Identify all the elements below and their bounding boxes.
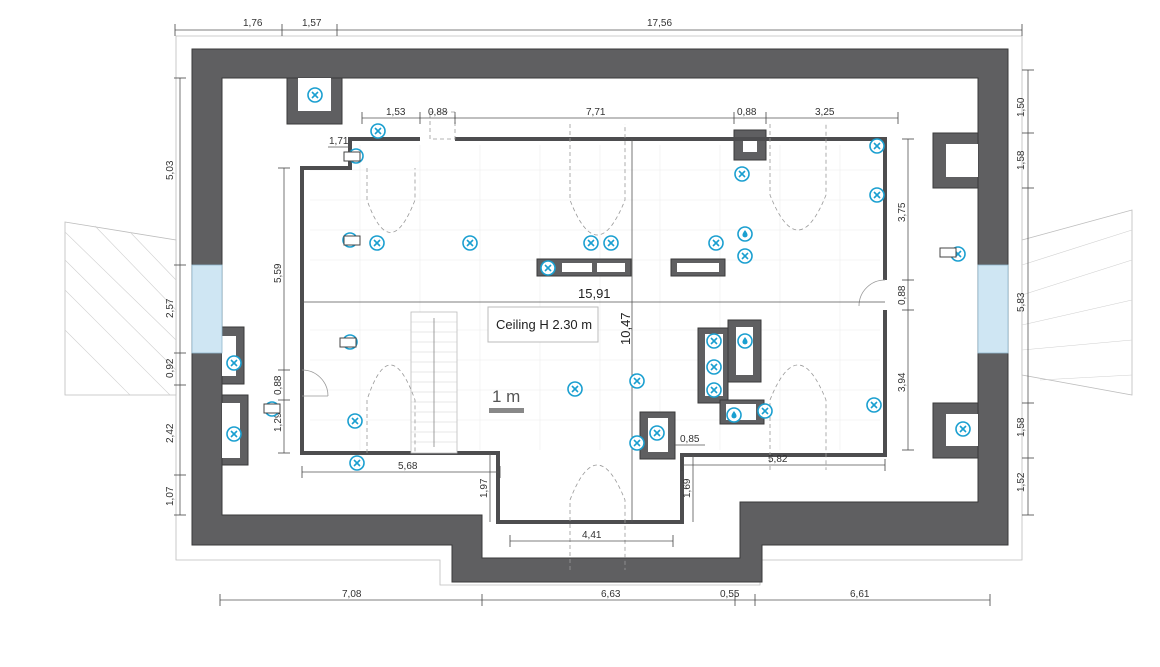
dim-bottom-3: 0,55: [720, 589, 740, 600]
dim-misc-3: 5,82: [768, 454, 788, 465]
ceiling-fan-icon: [629, 435, 645, 451]
right-dormer-roof: [1021, 209, 1133, 396]
dim-inner-top-1: 1,53: [386, 107, 406, 118]
ceiling-fan-icon: [540, 260, 556, 276]
ceiling-label: Ceiling H 2.30 m: [496, 317, 592, 332]
dims-misc: 1,71 5,68 5,82 4,41 1,97 1,69 0,85: [301, 136, 886, 547]
dims-bottom: 7,08 6,63 0,55 6,61: [219, 589, 991, 606]
window-left: [191, 264, 223, 354]
scale-label: 1 m: [492, 387, 520, 406]
ceiling-fan-icon: [955, 421, 971, 437]
ceiling-fan-icon: [706, 359, 722, 375]
ceiling-fan-icon: [462, 235, 478, 251]
ceiling-fan-icon: [226, 426, 242, 442]
wall-light-icon: [339, 337, 357, 348]
dims-top: 1,76 1,57 17,56: [174, 18, 1023, 36]
dim-right-5: 1,52: [1016, 472, 1027, 492]
dim-right-1: 1,50: [1016, 97, 1027, 117]
ceiling-fan-icon: [629, 373, 645, 389]
main-depth-label: 10,47: [618, 312, 633, 345]
roof-outline: [175, 35, 1023, 586]
water-drop-icon: [737, 226, 753, 242]
ceiling-fan-icon: [757, 403, 773, 419]
dim-inner-top-5: 3,25: [815, 107, 835, 118]
dim-inner-top-4: 0,88: [737, 107, 757, 118]
ceiling-fan-icon: [737, 248, 753, 264]
ceiling-fan-icon: [706, 382, 722, 398]
dim-top-2: 1,57: [302, 18, 322, 29]
dim-bottom-2: 6,63: [601, 589, 621, 600]
dim-misc-5: 1,97: [479, 478, 490, 498]
main-width-label: 15,91: [578, 286, 611, 301]
dim-right-2: 1,58: [1016, 150, 1027, 170]
dims-inner-top: 1,53 0,88 7,71 0,88 3,25: [361, 107, 899, 124]
wall-light-icon: [939, 247, 957, 258]
ceiling-fan-icon: [226, 355, 242, 371]
dims-left: 5,03 2,57 0,92 2,42 1,07: [165, 77, 186, 516]
center-furniture: [536, 258, 726, 277]
dims-right: 1,50 1,58 5,83 1,58 1,52: [1016, 69, 1034, 516]
dim-misc-4: 4,41: [582, 530, 602, 541]
dim-right-inner-1: 3,75: [897, 202, 908, 222]
ceiling-fan-icon: [708, 235, 724, 251]
dim-bottom-1: 7,08: [342, 589, 362, 600]
ceiling-fan-icon: [649, 425, 665, 441]
shaft-right-top: [932, 132, 979, 189]
water-drop-icon: [737, 333, 753, 349]
ceiling-fan-icon: [370, 123, 386, 139]
dim-top-1: 1,76: [243, 18, 263, 29]
dim-misc-7: 0,85: [680, 434, 700, 445]
dims-left-inner: 5,59 0,88 1,29: [273, 167, 290, 454]
ceiling-fan-icon: [869, 138, 885, 154]
dim-top-3: 17,56: [647, 18, 672, 29]
ceiling-fan-icon: [734, 166, 750, 182]
dim-right-4: 1,58: [1016, 417, 1027, 437]
ceiling-fan-icon: [567, 381, 583, 397]
skylights: [366, 111, 827, 570]
ceiling-fan-icon: [369, 235, 385, 251]
ceiling-fan-icon: [349, 455, 365, 471]
dim-left-3: 0,92: [165, 358, 176, 378]
left-dormer-roof: [64, 221, 177, 396]
dim-inner-top-2: 0,88: [428, 107, 448, 118]
column-top: [733, 129, 767, 161]
staircase: [410, 311, 458, 454]
dim-bottom-4: 6,61: [850, 589, 870, 600]
dim-right-3: 5,83: [1016, 292, 1027, 312]
ceiling-fan-icon: [583, 235, 599, 251]
wall-light-icon: [343, 235, 361, 246]
dim-left-2: 2,57: [165, 298, 176, 318]
dim-misc-6: 1,69: [682, 478, 693, 498]
dim-left-5: 1,07: [165, 486, 176, 506]
ceiling-fan-icon: [706, 333, 722, 349]
fixtures: [226, 87, 971, 471]
wall-light-icon: [263, 403, 281, 414]
dim-left-1: 5,03: [165, 160, 176, 180]
ceiling-fan-icon: [866, 397, 882, 413]
dim-misc-2: 5,68: [398, 461, 418, 472]
dim-left-inner-2: 0,88: [273, 375, 284, 395]
wall-light-icon: [343, 151, 361, 162]
water-drop-icon: [726, 407, 742, 423]
ceiling-fan-icon: [869, 187, 885, 203]
dim-right-inner-2: 0,88: [897, 285, 908, 305]
dim-left-inner-3: 1,29: [273, 412, 284, 432]
dim-misc-1: 1,71: [329, 136, 349, 147]
ceiling-fan-icon: [347, 413, 363, 429]
exterior-wall: [191, 48, 1009, 583]
dims-right-inner: 3,75 0,88 3,94: [897, 138, 914, 451]
scale-bar: [489, 408, 524, 413]
dim-right-inner-3: 3,94: [897, 372, 908, 392]
dim-left-4: 2,42: [165, 423, 176, 443]
ceiling-fan-icon: [603, 235, 619, 251]
ceiling-fan-icon: [307, 87, 323, 103]
ceiling-label-box: [487, 306, 599, 343]
window-right: [977, 264, 1009, 354]
dim-inner-top-3: 7,71: [586, 107, 606, 118]
dim-left-inner-1: 5,59: [273, 263, 284, 283]
